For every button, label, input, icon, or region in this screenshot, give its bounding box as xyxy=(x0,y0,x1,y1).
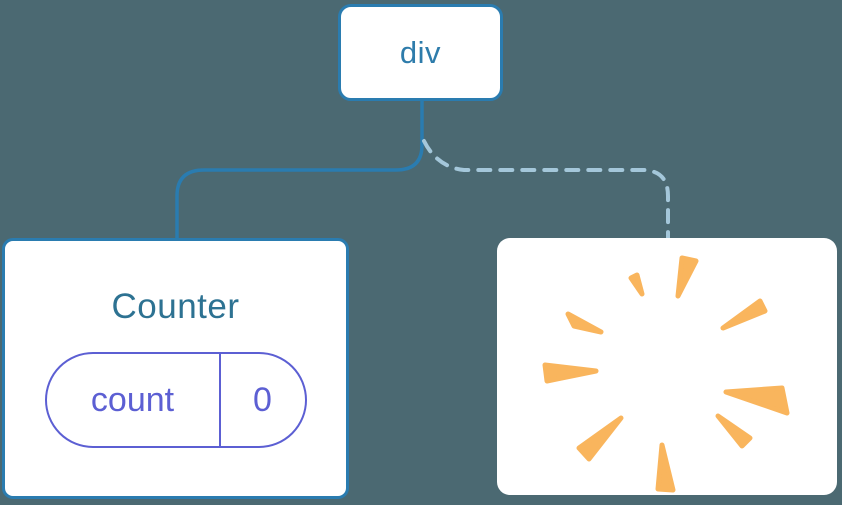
burst-ray xyxy=(723,385,790,416)
solid-link-root-to-counter xyxy=(175,101,424,238)
counter-node: Counter count 0 xyxy=(2,238,349,499)
removed-node xyxy=(497,238,837,495)
burst-ray xyxy=(675,255,699,299)
burst-ray xyxy=(628,272,645,297)
burst-ray xyxy=(715,413,753,449)
burst-ray xyxy=(576,415,624,462)
state-key-label: count xyxy=(90,380,175,419)
root-node-label: div xyxy=(399,34,442,70)
burst-ray xyxy=(565,311,604,335)
counter-node-title: Counter xyxy=(111,287,240,326)
state-value-label: 0 xyxy=(253,380,272,419)
state-pill: count 0 xyxy=(44,352,307,448)
dashed-link-root-to-removed xyxy=(422,139,670,240)
burst-ray xyxy=(542,362,599,384)
root-node: div xyxy=(338,4,503,101)
state-value-cell: 0 xyxy=(221,354,305,446)
state-key-cell: count xyxy=(47,354,221,446)
burst-ray xyxy=(720,298,768,331)
poof-burst-icon xyxy=(542,255,790,493)
burst-ray xyxy=(655,442,676,493)
